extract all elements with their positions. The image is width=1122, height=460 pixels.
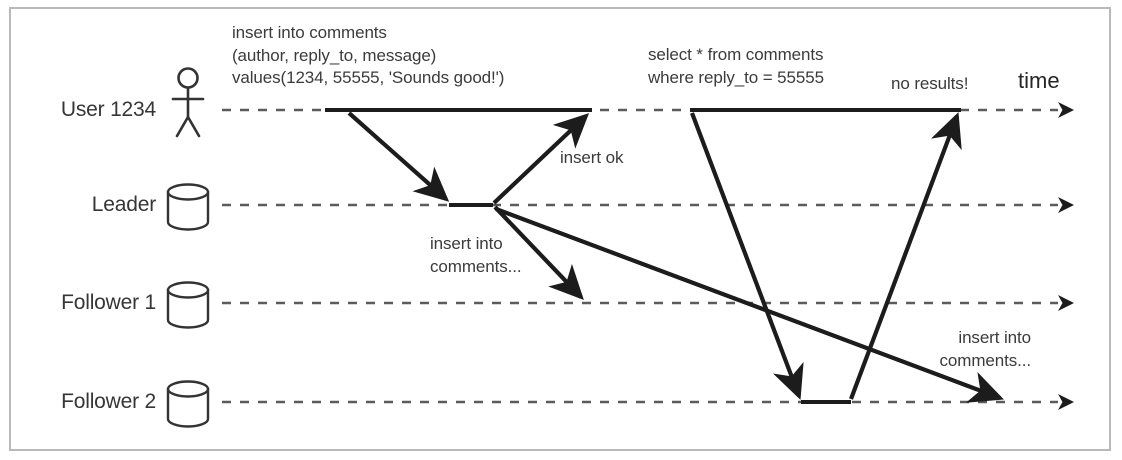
- note-line: insert ok: [560, 148, 624, 167]
- note-line: values(1234, 55555, 'Sounds good!'): [232, 68, 505, 88]
- actor-label-leader: Leader: [91, 193, 156, 216]
- database-cylinder-icon-leader: [166, 183, 210, 231]
- arrow-user-to-follower2-select: [690, 112, 804, 400]
- activation-bars: [325, 108, 961, 404]
- cylinder-top-follower2-icon: [166, 380, 210, 398]
- arrow-leader-to-follower2: [495, 207, 1004, 403]
- note-select-statement: select * from comments where reply_to = …: [648, 44, 824, 89]
- stick-figure-head-icon: [177, 67, 199, 89]
- note-line: comments...: [939, 350, 1032, 370]
- database-cylinder-icon-follower1: [166, 281, 210, 329]
- note-no-results: no results!: [891, 73, 968, 96]
- note-line: (author, reply_to, message): [232, 45, 437, 65]
- note-line: insert into comments: [232, 23, 387, 42]
- database-cylinder-icon-follower2: [166, 380, 210, 428]
- cylinder-top-leader-icon: [166, 183, 210, 201]
- cylinder-top-follower1-icon: [166, 281, 210, 299]
- arrow-leader-to-follower1: [493, 205, 584, 301]
- cylinder-body-follower2-icon: [166, 387, 210, 428]
- time-axis-label: time: [1018, 68, 1060, 93]
- message-arrows: [347, 111, 1004, 403]
- arrow-user-to-leader-insert: [347, 111, 450, 202]
- actor-label-follower2: Follower 2: [61, 390, 156, 413]
- note-line: insert into: [958, 328, 1031, 347]
- note-line: insert into: [430, 234, 503, 253]
- stick-figure-leg-right-icon: [186, 115, 201, 138]
- note-insert-ok: insert ok: [560, 147, 623, 170]
- note-replicate-follower2: insert into comments...: [886, 327, 1032, 372]
- cylinder-body-leader-icon: [166, 190, 210, 231]
- note-replicate-follower1: insert into comments...: [430, 233, 522, 278]
- stick-figure-leg-left-icon: [175, 115, 190, 138]
- lifelines: [222, 108, 1058, 404]
- actor-label-follower1: Follower 1: [61, 291, 156, 314]
- cylinder-body-follower1-icon: [166, 288, 210, 329]
- lifeline-arrow-follower2-icon: [1058, 394, 1074, 410]
- arrow-leader-to-user-insert-ok: [492, 113, 590, 205]
- note-line: select * from comments: [648, 45, 824, 64]
- lifeline-end-arrows: [1058, 102, 1074, 410]
- note-line: comments...: [430, 256, 522, 276]
- arrow-follower2-to-user-no-results: [849, 112, 962, 400]
- stick-figure-icon: [171, 67, 205, 138]
- lifeline-arrow-user-icon: [1058, 102, 1074, 118]
- lifeline-arrow-leader-icon: [1058, 197, 1074, 213]
- lifeline-arrow-follower1-icon: [1058, 295, 1074, 311]
- note-line: where reply_to = 55555: [648, 67, 824, 87]
- note-line: no results!: [891, 74, 969, 93]
- note-insert-statement: insert into comments (author, reply_to, …: [232, 22, 504, 90]
- actor-label-user: User 1234: [60, 98, 156, 121]
